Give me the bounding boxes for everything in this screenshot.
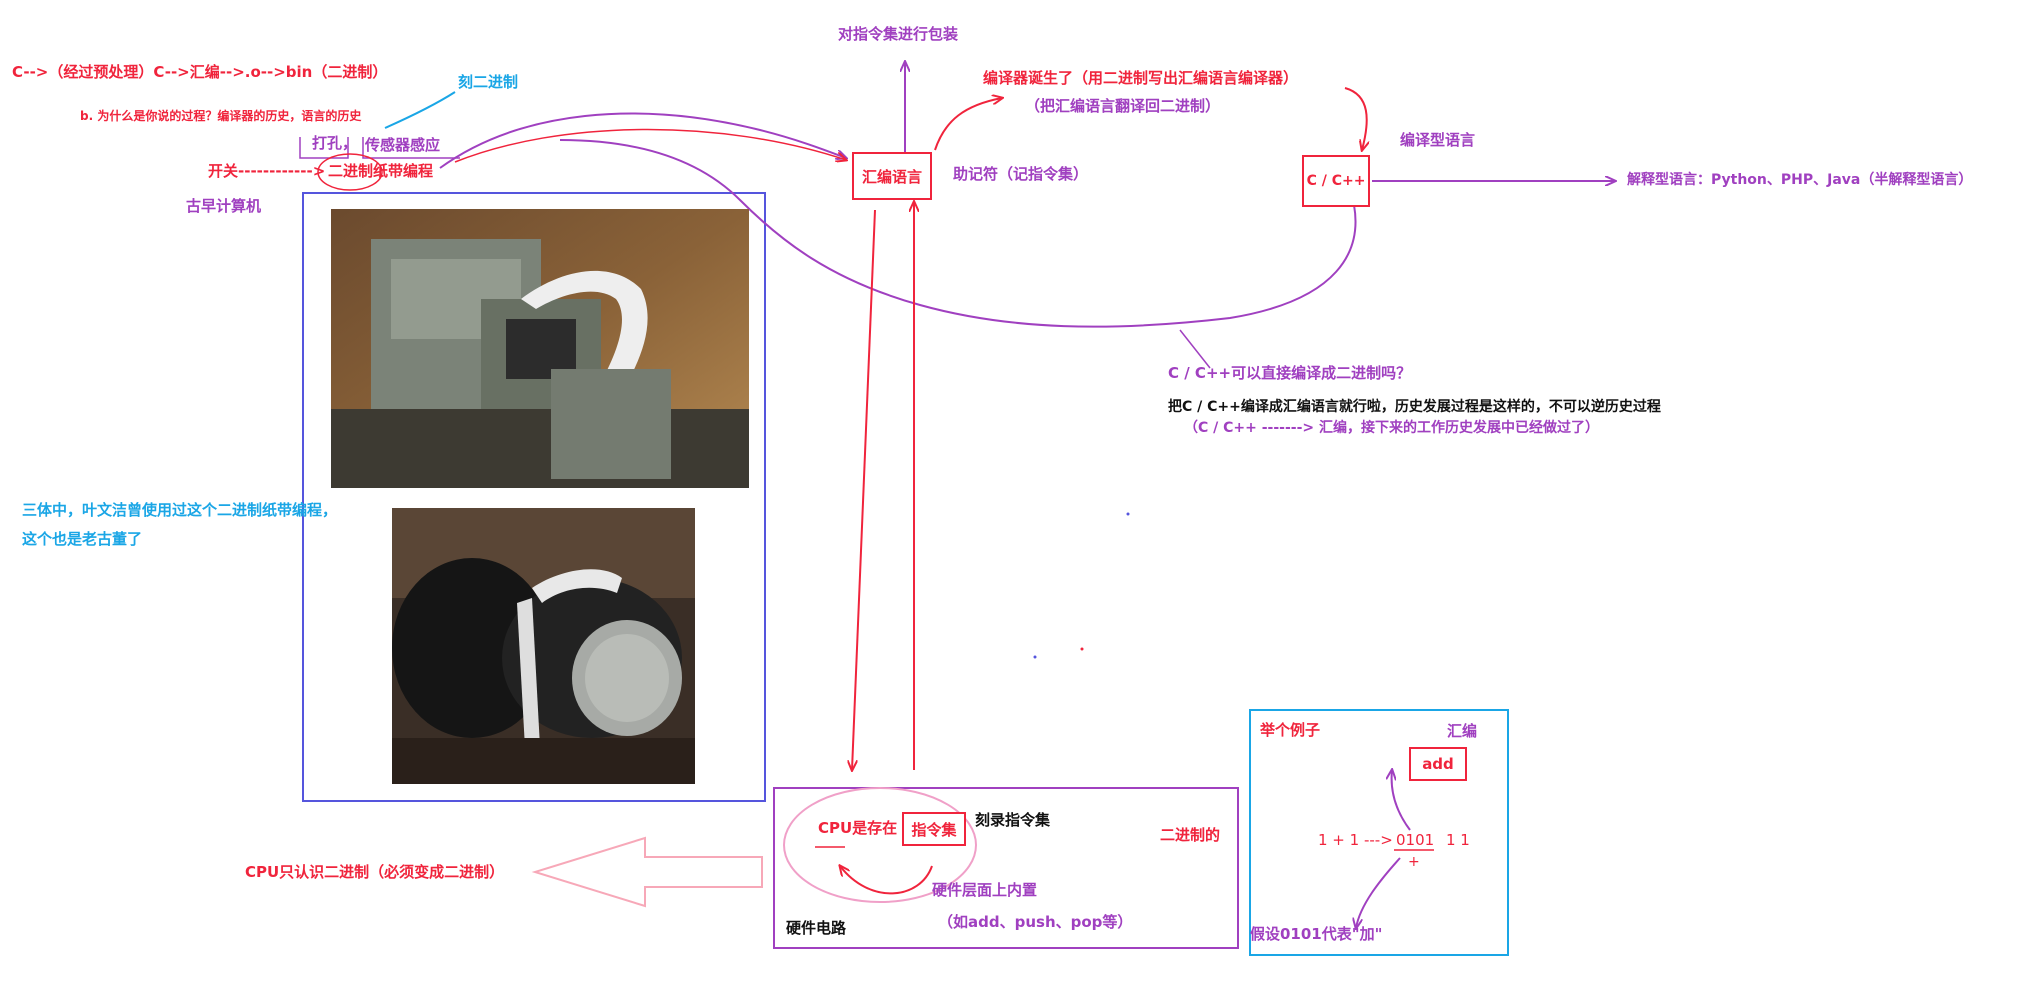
punch-label: 打孔， <box>312 134 358 152</box>
tape-to-asm-red <box>454 128 846 163</box>
dot <box>1080 647 1084 651</box>
pipeline-text: C-->（经过预处理）C-->汇编-->.o-->bin（二进制） <box>12 63 388 81</box>
sensor-bracket <box>362 137 460 159</box>
example-assume: 假设0101代表"加" <box>1250 925 1383 943</box>
burn-label: 刻录指令集 <box>975 811 1051 829</box>
switch-label: 开关------------> <box>208 162 326 180</box>
example-asm-label: 汇编 <box>1447 722 1478 740</box>
dot <box>1126 512 1130 516</box>
example-expr: 1 + 1 ---> <box>1318 831 1393 849</box>
compiled-lang-label: 编译型语言 <box>1400 131 1476 149</box>
santi-note-line2: 这个也是老古董了 <box>22 530 143 548</box>
early-computer-label: 古早计算机 <box>186 197 262 215</box>
tape-to-asm-curve <box>439 112 846 169</box>
punch-bracket <box>299 137 349 159</box>
direct-compile-question: C / C++可以直接编译成二进制吗？ <box>1168 364 1412 382</box>
cpp-box: C / C++ <box>1302 155 1370 207</box>
example-down-arrow <box>1356 857 1401 928</box>
instruction-set-box: 指令集 <box>902 812 966 846</box>
sensor-label: 传感器感应 <box>365 136 441 154</box>
wrap-label: 对指令集进行包装 <box>838 25 959 43</box>
dot <box>1033 655 1037 659</box>
photo-frame <box>302 192 766 802</box>
engrave-pointer <box>384 91 456 129</box>
circuit-label: 硬件电路 <box>786 919 847 937</box>
compiler-born-label: 编译器诞生了（用二进制写出汇编语言编译器） <box>983 69 1299 87</box>
tape-label: 二进制纸带编程 <box>328 162 434 180</box>
cpp-loop <box>559 139 1357 328</box>
question-text: b. 为什么是你说的过程？编译器的历史，语言的历史 <box>80 109 362 123</box>
cpu-ellipse <box>783 787 977 903</box>
mnemonic-label: 助记符（记指令集） <box>953 165 1089 183</box>
cpu-stored-label: CPU是存在 <box>818 819 898 837</box>
examples-label: （如add、push、pop等） <box>938 913 1133 931</box>
binary-only-arrow <box>531 836 763 908</box>
add-box: add <box>1409 747 1467 781</box>
example-up-arrow <box>1392 770 1411 831</box>
question-pointer <box>1179 329 1211 369</box>
tape-machine-photo-1 <box>331 209 749 488</box>
tape-circle <box>317 153 383 191</box>
direct-compile-detail: （C / C++ -------> 汇编，接下来的工作历史发展中已经做过了） <box>1184 420 1600 436</box>
cpu-box <box>773 787 1239 949</box>
asm-to-compiler <box>934 98 1002 151</box>
example-box <box>1249 709 1509 956</box>
example-title: 举个例子 <box>1260 721 1321 739</box>
example-plus: + <box>1408 854 1420 870</box>
direct-compile-answer: 把C / C++编译成汇编语言就行啦，历史发展过程是这样的，不可以逆历史过程 <box>1168 399 1661 415</box>
binary-label: 二进制的 <box>1160 826 1221 844</box>
builtin-label: 硬件层面上内置 <box>932 881 1038 899</box>
example-ones: 1 1 <box>1446 831 1470 849</box>
asm-box: 汇编语言 <box>852 152 932 200</box>
interpreted-label: 解释型语言：Python、PHP、Java（半解释型语言） <box>1627 172 1973 188</box>
santi-note-line1: 三体中，叶文洁曾使用过这个二进制纸带编程， <box>22 501 338 519</box>
example-bits: 0101 <box>1396 831 1435 849</box>
compiler-to-cpp <box>1344 87 1367 150</box>
tape-machine-photo-2 <box>392 508 695 784</box>
engrave-label: 刻二进制 <box>458 73 519 91</box>
builtin-arrow <box>840 866 933 895</box>
translate-label: （把汇编语言翻译回二进制） <box>1025 97 1221 115</box>
cpu-only-binary-label: CPU只认识二进制（必须变成二进制） <box>245 863 505 881</box>
asm-to-cpu <box>852 209 876 770</box>
